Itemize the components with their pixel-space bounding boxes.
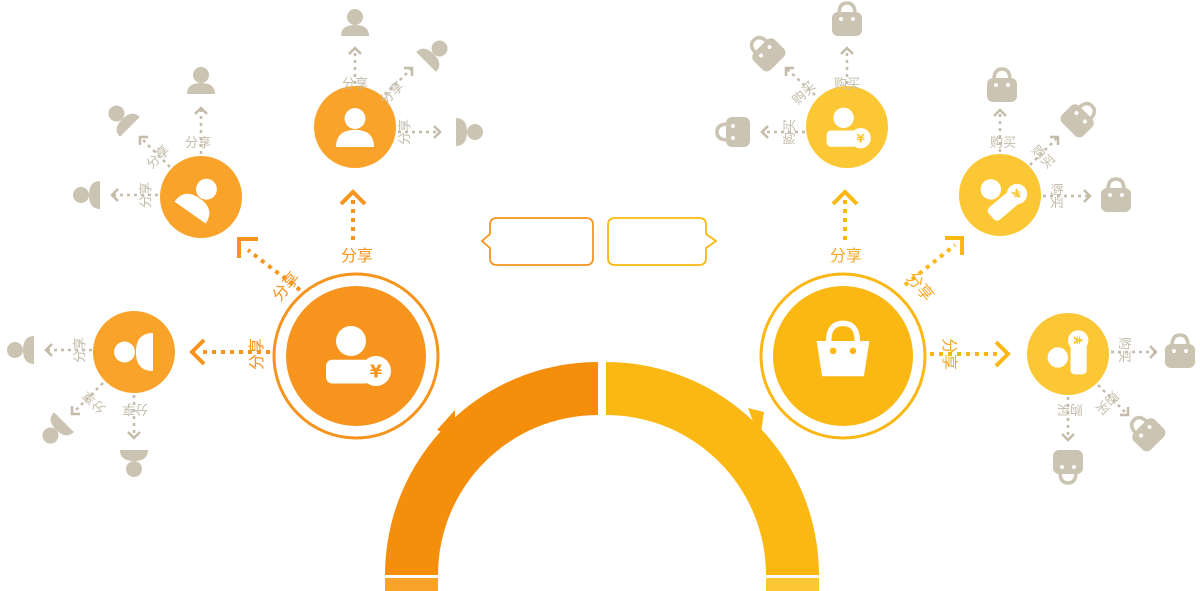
node-left-main: ¥: [272, 272, 440, 440]
node-left-upper: [160, 156, 242, 238]
arrow-right-main-upper: 分享: [903, 236, 964, 305]
person-icon: [100, 97, 140, 137]
arrow-left-main-top: 分享: [339, 189, 373, 265]
bag-icon: [741, 27, 790, 76]
label-buy: 购买: [1028, 142, 1058, 172]
user-money-icon: ¥: [1047, 330, 1089, 375]
bag-icon: [1163, 333, 1197, 370]
bag-icon: [985, 67, 1019, 104]
bag-icon: [1056, 93, 1105, 142]
node-right-upper: ¥: [959, 154, 1041, 236]
center-arc-right-base: [766, 578, 819, 591]
node-left-top: [314, 86, 396, 168]
center-arc-right: [606, 362, 819, 575]
label-share: 分享: [122, 401, 148, 417]
svg-text:¥: ¥: [370, 362, 382, 382]
person-icon: [120, 450, 148, 477]
user-money-icon: ¥: [326, 326, 391, 386]
label-share: 分享: [138, 182, 154, 208]
arrow-right-main-top: 分享: [830, 189, 862, 265]
center-arc-left-base: [385, 578, 438, 591]
node-right-top: ¥: [806, 86, 888, 168]
person-icon: [456, 118, 483, 146]
arrow-left-main-upper: 分享: [237, 237, 303, 305]
arrow-right-main-lower: 分享: [930, 338, 1011, 370]
shopping-bag-icon: [817, 323, 870, 376]
center-arc: [385, 362, 819, 591]
label-share: 分享: [830, 246, 862, 265]
label-buy: 购买: [782, 119, 798, 145]
label-share: 分享: [79, 387, 109, 417]
label-buy: 购买: [990, 135, 1016, 151]
bag-icon: [1099, 177, 1133, 214]
arrow-left-main-lower: 分享: [189, 338, 270, 370]
label-buy: 购买: [1116, 337, 1132, 363]
svg-text:¥: ¥: [856, 131, 865, 145]
user-money-icon: ¥: [826, 107, 871, 149]
bag-icon: [1051, 448, 1085, 485]
node-left-lower: [93, 311, 175, 393]
label-share: 分享: [143, 142, 173, 172]
label-share: 分享: [342, 76, 368, 92]
svg-text:¥: ¥: [1071, 336, 1085, 345]
label-share: 分享: [940, 338, 959, 370]
bag-icon: [830, 1, 864, 38]
center-arc-left: [385, 362, 598, 575]
label-share: 分享: [185, 135, 211, 151]
callout-left: [480, 217, 594, 266]
label-share: 分享: [72, 337, 88, 363]
label-buy: 购买: [1048, 183, 1064, 209]
bag-icon: [1121, 407, 1170, 456]
label-buy: 购买: [1057, 401, 1083, 417]
label-buy: 购买: [834, 76, 860, 92]
left-top-spokes: 分享 分享 分享: [341, 9, 483, 146]
label-buy: 购买: [1092, 388, 1122, 418]
callout-right: [607, 217, 718, 266]
person-icon: [187, 67, 215, 94]
person-icon: [34, 412, 74, 452]
node-right-main: [759, 272, 927, 440]
person-icon: [341, 9, 369, 36]
label-share: 分享: [903, 268, 938, 305]
bag-icon: [715, 115, 752, 149]
left-upper-spokes: 分享 分享 分享: [73, 67, 215, 209]
person-icon: [416, 32, 456, 72]
label-share: 分享: [397, 119, 413, 145]
node-right-lower: ¥: [1027, 313, 1109, 395]
label-share: 分享: [247, 338, 266, 370]
person-icon: [7, 336, 34, 364]
person-icon: [73, 181, 100, 209]
label-share: 分享: [341, 246, 373, 265]
user-money-icon: ¥: [971, 164, 1032, 224]
